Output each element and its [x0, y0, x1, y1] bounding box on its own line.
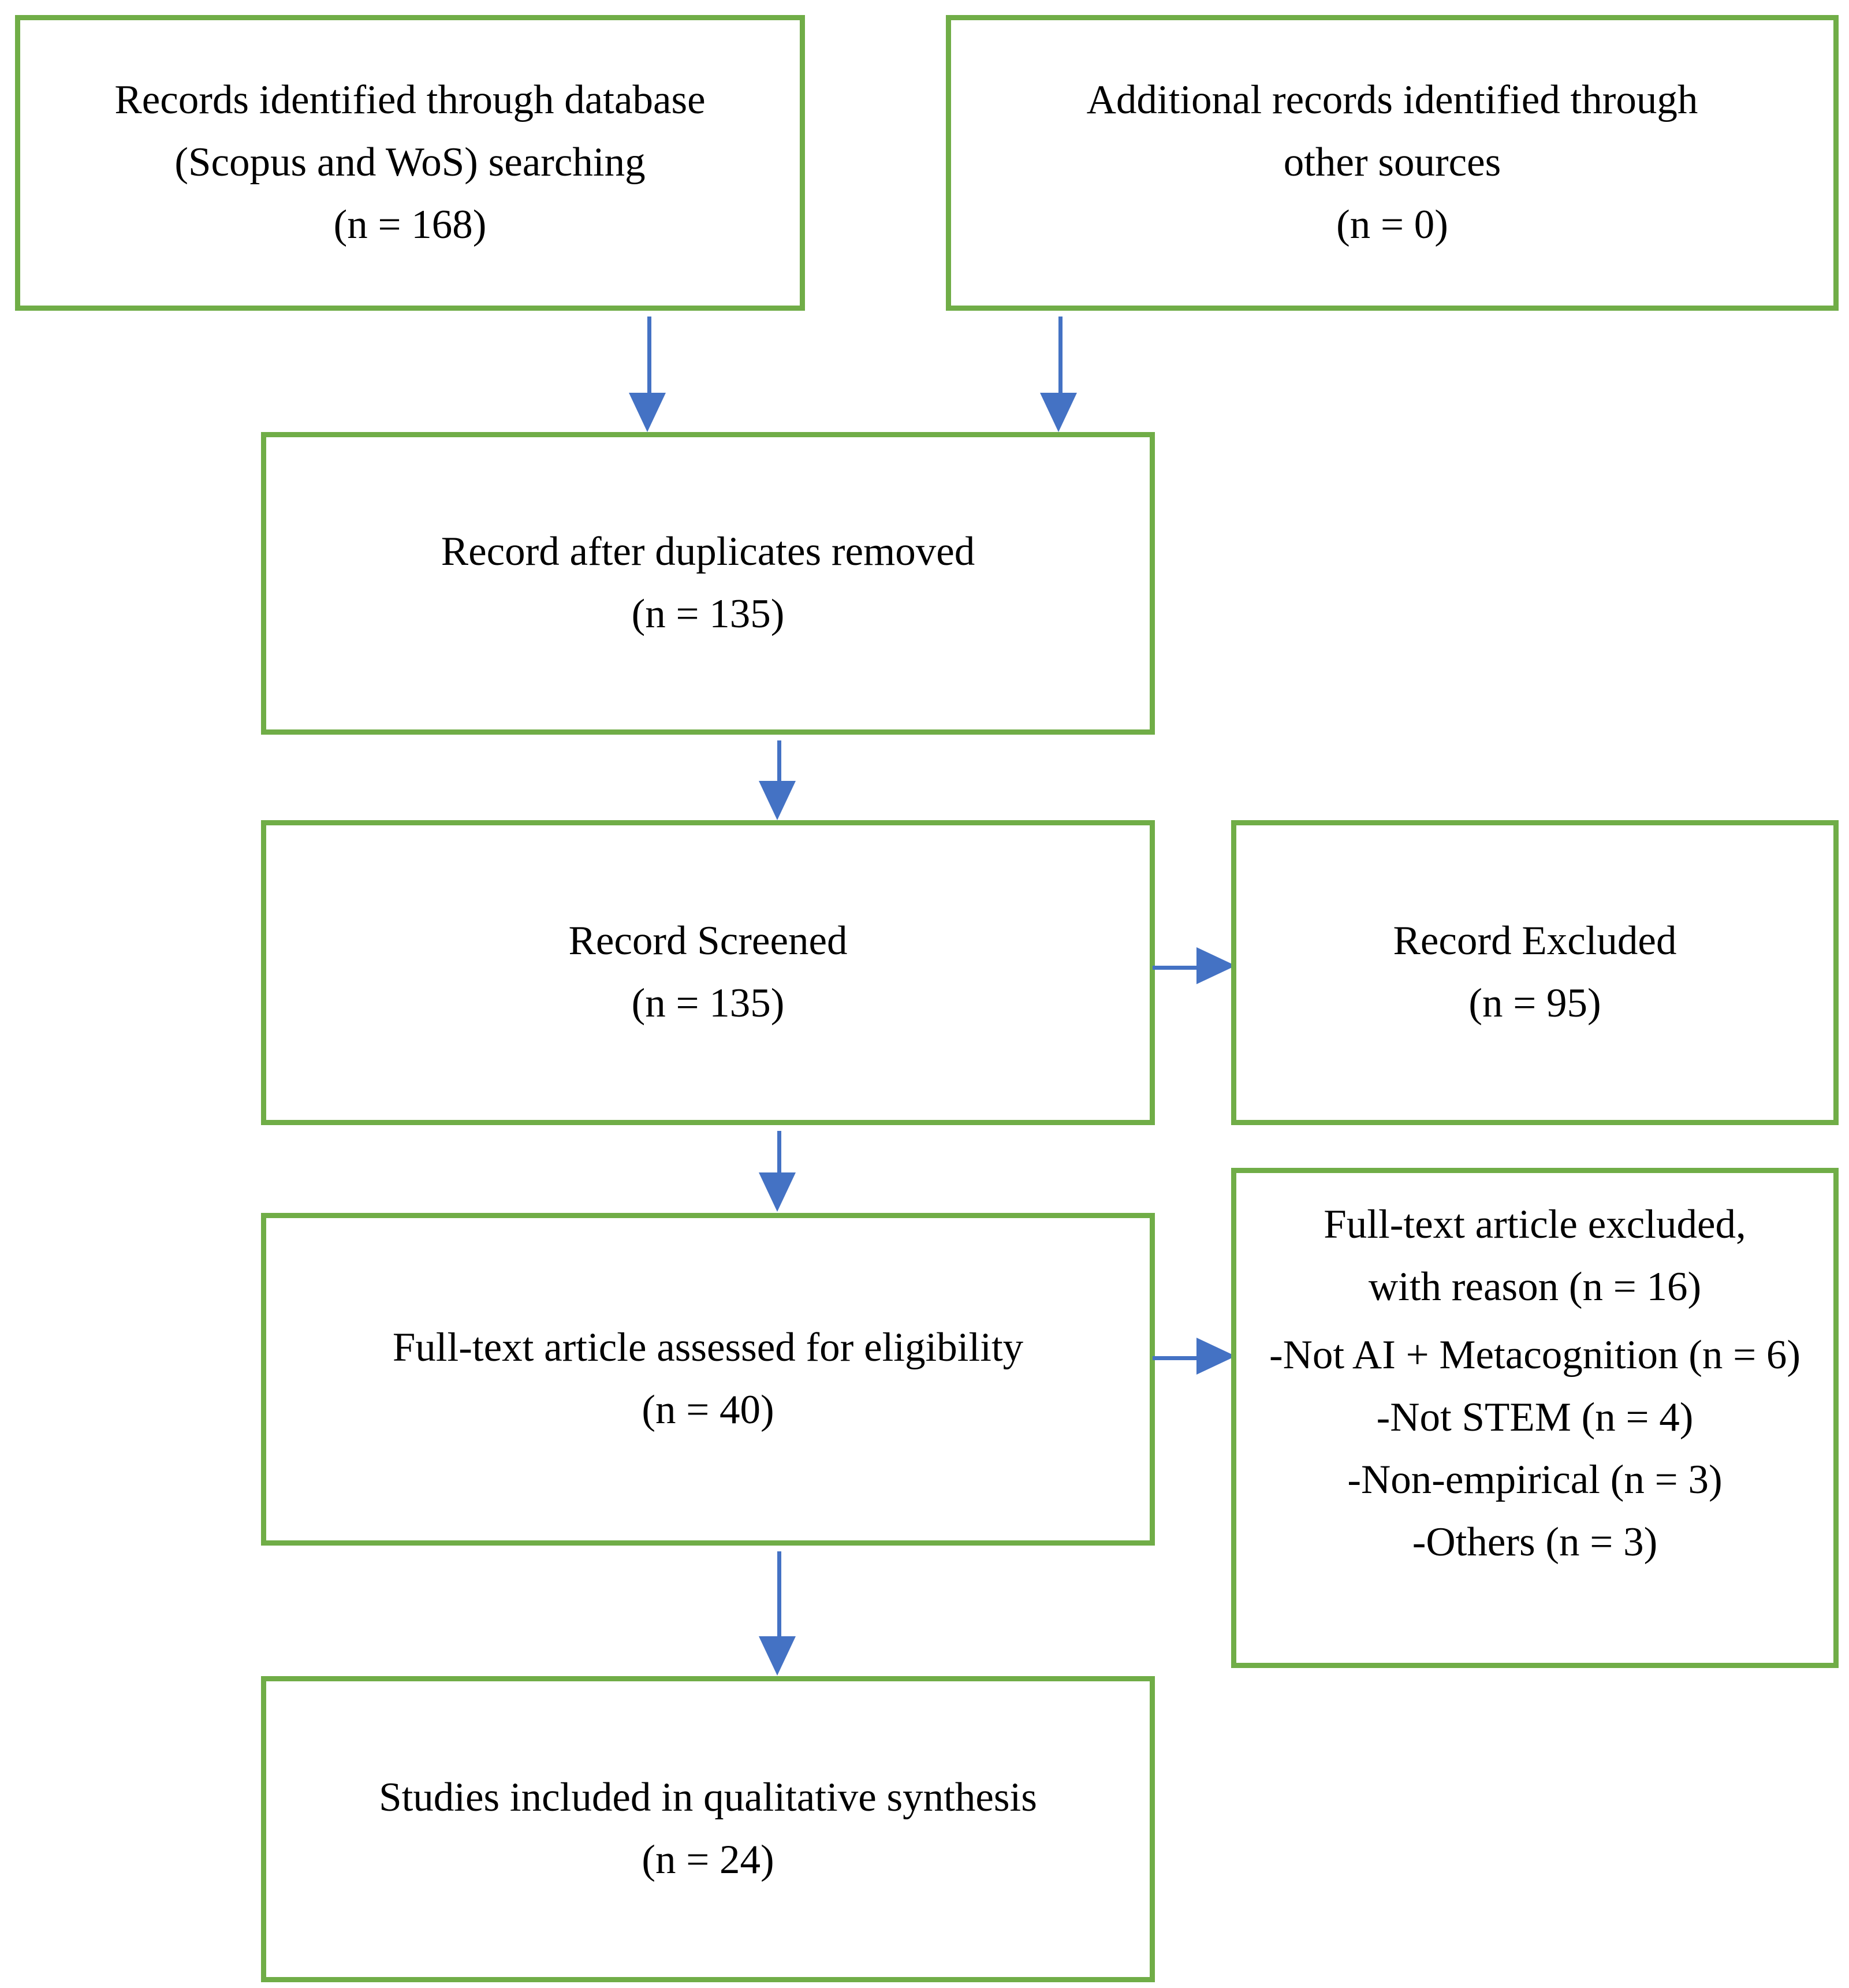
box-dupes-count: (n = 135) [631, 591, 785, 636]
box-record-after-duplicates-removed: Record after duplicates removed (n = 135… [261, 432, 1155, 735]
box-eligible-count: (n = 40) [642, 1387, 774, 1432]
box-records-identified-database: Records identified through database (Sco… [15, 15, 805, 311]
box-other-line-1: Additional records identified through [1086, 77, 1698, 123]
arrow-screened-to-eligible-head [759, 1172, 796, 1212]
box-eligible-line-1: Full-text article assessed for eligibili… [392, 1325, 1024, 1371]
box-other-line-2: other sources [1283, 140, 1501, 185]
box-record-screened: Record Screened (n = 135) [261, 820, 1155, 1125]
box-screened-count: (n = 135) [631, 981, 785, 1026]
box-db-line-1: Records identified through database [114, 77, 706, 123]
reason-item: -Not STEM (n = 4) [1376, 1394, 1694, 1440]
arrow-other-to-dupes-head [1040, 393, 1077, 432]
box-excluded-line-1: Record Excluded [1393, 918, 1677, 964]
arrow-other-to-dupes-line [1058, 317, 1063, 394]
box-other-count: (n = 0) [1336, 202, 1448, 247]
arrow-screened-to-eligible-line [777, 1131, 781, 1186]
arrow-db-to-dupes-line [647, 317, 651, 394]
box-excluded-count: (n = 95) [1468, 981, 1601, 1026]
box-reasons-header-line-2: with reason (n = 16) [1368, 1264, 1702, 1309]
reason-item: -Non-empirical (n = 3) [1347, 1457, 1723, 1502]
reason-item: -Not AI + Metacognition (n = 6) [1269, 1332, 1801, 1378]
box-record-excluded: Record Excluded (n = 95) [1231, 820, 1839, 1125]
arrow-eligible-to-reasons-line [1153, 1356, 1216, 1360]
box-full-text-excluded-with-reason: Full-text article excluded, with reason … [1231, 1168, 1839, 1668]
arrow-eligible-to-included-line [777, 1551, 781, 1638]
box-included-line-1: Studies included in qualitative synthesi… [379, 1775, 1037, 1821]
arrow-dupes-to-screened-head [759, 781, 796, 820]
box-dupes-line-1: Record after duplicates removed [441, 529, 975, 575]
box-reasons-list: -Not AI + Metacognition (n = 6) -Not STE… [1236, 1324, 1833, 1574]
arrow-screened-to-excluded-head [1196, 947, 1236, 984]
box-reasons-header: Full-text article excluded, with reason … [1324, 1194, 1746, 1319]
box-db-count: (n = 168) [333, 202, 487, 247]
arrow-eligible-to-included-head [759, 1636, 796, 1676]
box-full-text-assessed-eligibility: Full-text article assessed for eligibili… [261, 1213, 1155, 1546]
reason-item: -Others (n = 3) [1412, 1519, 1658, 1565]
box-additional-records-other-sources: Additional records identified through ot… [946, 15, 1839, 311]
box-db-line-2: (Scopus and WoS) searching [174, 140, 646, 185]
box-reasons-header-line-1: Full-text article excluded, [1324, 1202, 1746, 1247]
arrow-db-to-dupes-head [629, 393, 666, 432]
arrow-eligible-to-reasons-head [1196, 1338, 1236, 1375]
box-screened-line-1: Record Screened [568, 918, 848, 964]
box-studies-included-qualitative-synthesis: Studies included in qualitative synthesi… [261, 1676, 1155, 1982]
arrow-dupes-to-screened-line [777, 740, 781, 794]
arrow-screened-to-excluded-line [1153, 966, 1216, 970]
box-included-count: (n = 24) [642, 1837, 774, 1882]
